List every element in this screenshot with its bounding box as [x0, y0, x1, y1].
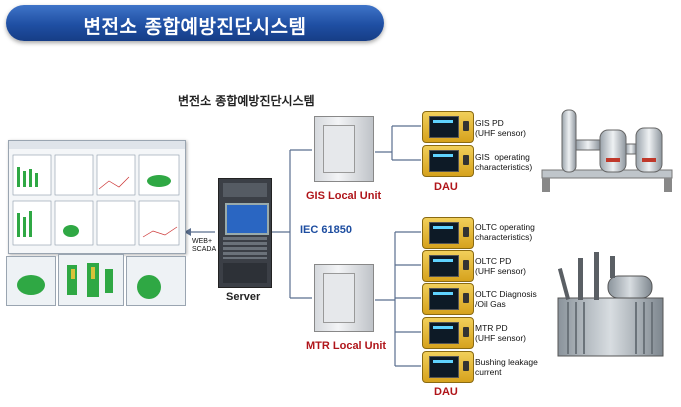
- mtr-dau-1: [422, 217, 474, 249]
- mtr-dau-3: [422, 283, 474, 315]
- diagram-subtitle: 변전소 종합예방진단시스템: [178, 94, 315, 108]
- monitoring-screens: [6, 140, 186, 306]
- mtr-dau-2: [422, 250, 474, 282]
- transformer-image: [557, 252, 664, 357]
- gis-dau-2: [422, 145, 474, 177]
- mtr-sensor-label: OLTC Diagnosis /Oil Gas: [475, 289, 537, 309]
- gis-unit-label: GIS Local Unit: [306, 190, 382, 202]
- mtr-sensor-label: Bushing leakage current: [475, 357, 538, 377]
- mtr-sensor-label: OLTC operating characteristics): [475, 222, 535, 242]
- monitor-panel-main: [8, 140, 186, 254]
- gis-dau-label: DAU: [434, 181, 458, 193]
- title-banner: 변전소 종합예방진단시스템: [6, 5, 384, 41]
- mtr-local-unit-cabinet: [314, 264, 374, 332]
- monitor-panel-plots: [9, 141, 185, 246]
- mtr-sensor-label: OLTC PD (UHF sensor): [475, 256, 527, 276]
- gis-sensor-label: GIS PD (UHF sensor): [475, 118, 527, 138]
- server-label: Server: [226, 291, 261, 303]
- protocol-label: IEC 61850: [300, 224, 352, 236]
- gis-dau-1: [422, 111, 474, 143]
- mtr-dau-4: [422, 317, 474, 349]
- mtr-dau-5: [422, 351, 474, 383]
- monitor-panel-bottom-mid: [58, 254, 124, 306]
- server-rack: [218, 178, 272, 288]
- mtr-sensor-label: MTR PD (UHF sensor): [475, 323, 527, 343]
- monitor-panel-bottom-left: [6, 256, 56, 306]
- monitor-panel-bottom-right: [126, 256, 186, 306]
- gis-local-unit-cabinet: [314, 116, 374, 182]
- banner-title: 변전소 종합예방진단시스템: [83, 16, 307, 38]
- gis-sensor-label: GIS operating characteristics): [475, 152, 533, 172]
- mtr-unit-label: MTR Local Unit: [306, 340, 387, 352]
- gis-equipment-image: [541, 109, 673, 192]
- mtr-dau-label: DAU: [434, 386, 458, 398]
- link-label: WEB+ SCADA: [192, 238, 217, 253]
